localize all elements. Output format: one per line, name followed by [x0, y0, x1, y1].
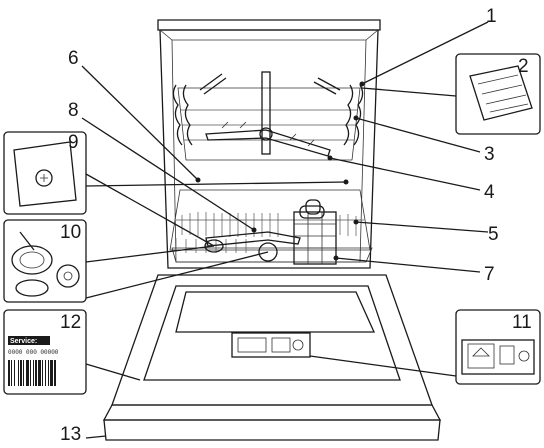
- callout-1: 1: [486, 6, 497, 27]
- service-title: Service:: [10, 338, 37, 345]
- filter-assembly: [204, 239, 224, 253]
- callout-9: 9: [68, 132, 79, 153]
- callout-5: 5: [488, 224, 499, 245]
- lower-rack: [169, 189, 373, 265]
- upper-rack-right-tines: [343, 84, 364, 146]
- callout-4: 4: [484, 182, 495, 203]
- callout-7: 7: [484, 264, 495, 285]
- callout-8: 8: [68, 100, 79, 121]
- inset-12-service-label: Service: 0000 000 00000: [3, 309, 87, 395]
- cutlery-basket: [293, 199, 337, 265]
- leader-lines: [81, 21, 489, 439]
- upper-spray-arm: [205, 121, 331, 157]
- callout-3: 3: [484, 144, 495, 165]
- callout-2: 2: [518, 56, 529, 77]
- detergent-dispenser: [231, 332, 311, 358]
- dishwasher-door: [102, 274, 442, 441]
- lower-rack-tines: [175, 212, 357, 253]
- service-code: 0000 000 00000: [8, 349, 59, 356]
- barcode: [8, 360, 56, 386]
- lower-spray-arm: [205, 231, 301, 262]
- upper-rack: [172, 71, 364, 161]
- callout-13: 13: [60, 424, 81, 445]
- callout-11: 11: [512, 312, 532, 333]
- callout-numbers: 1 2 3 4 5 6 7 8 9 10 11 12 13: [60, 6, 532, 445]
- callout-12: 12: [60, 312, 81, 333]
- upper-rack-left-tines: [172, 84, 193, 146]
- inset-10-filter-detail: [3, 219, 87, 303]
- inset-2-cup-shelf: [455, 53, 541, 135]
- inset-9-salt-container: [3, 131, 87, 215]
- callout-10: 10: [60, 222, 81, 243]
- inset-11-dispenser-detail: [455, 309, 541, 385]
- callout-6: 6: [68, 48, 79, 69]
